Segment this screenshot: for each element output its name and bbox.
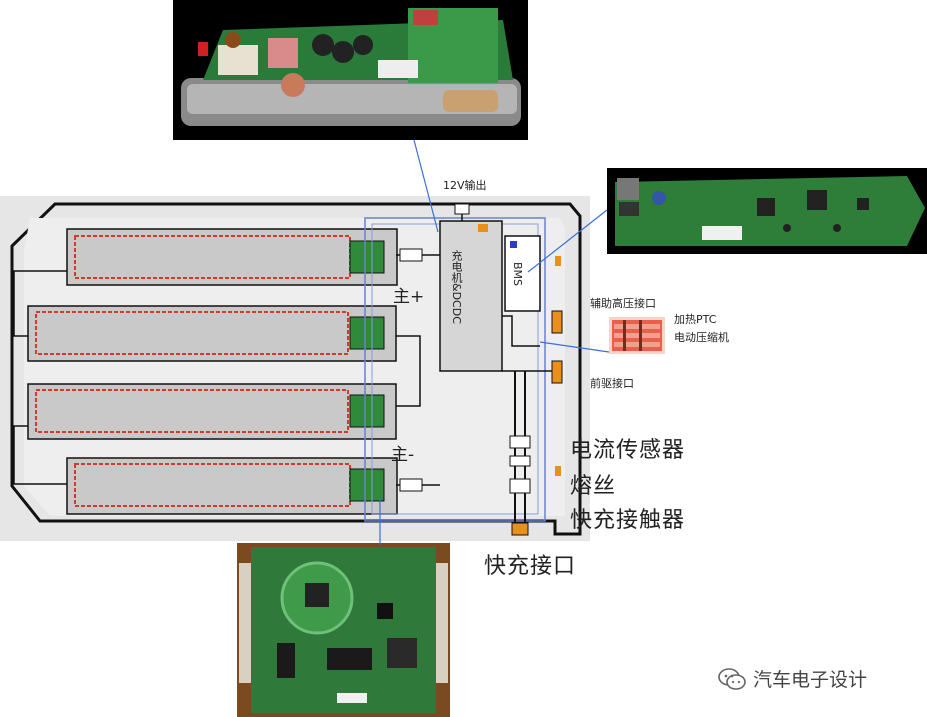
aux-hv-port-connector [551,310,563,334]
label-main-minus: 主- [391,445,415,465]
fast-charge-port-connector [511,522,529,536]
battery-pack-diagram [0,196,590,541]
label-fuse: 熔丝 [570,474,617,499]
watermark-text: 汽车电子设计 [753,669,868,691]
cell-module [27,305,397,362]
current-sensor [509,435,531,449]
label-e-compressor: 电动压缩机 [674,331,729,344]
label-fast-charge-contactor: 快充接触器 [570,508,686,533]
fast-charge-board-photo [237,543,450,717]
label-main-plus: 主+ [393,287,425,307]
cell-module [27,383,397,440]
bms-board-photo [607,168,927,254]
ptc-heater-photo [609,317,665,354]
wechat-icon [718,667,746,690]
main-plus-contactor [399,248,423,262]
charger-dcdc-box [439,220,503,372]
label-front-drive-port: 前驱接口 [590,377,634,390]
label-heater-ptc: 加热PTC [674,313,717,326]
cell-module [66,228,398,286]
label-12v-output: 12V输出 [443,179,487,192]
label-fast-charge-port: 快充接口 [484,554,577,579]
front-drive-port-connector [551,360,563,384]
cell-module [66,457,398,515]
label-charger-dcdc: 充电机&DCDC [450,250,463,324]
main-minus-contactor [399,478,423,492]
watermark: 汽车电子设计 [717,665,867,692]
label-bms: BMS [511,262,524,287]
charger-dcdc-photo [173,0,528,140]
label-aux-hv-port: 辅助高压接口 [590,297,656,310]
fuse [509,455,531,467]
fast-charge-contactor [509,478,531,494]
label-current-sensor: 电流传感器 [570,438,686,463]
